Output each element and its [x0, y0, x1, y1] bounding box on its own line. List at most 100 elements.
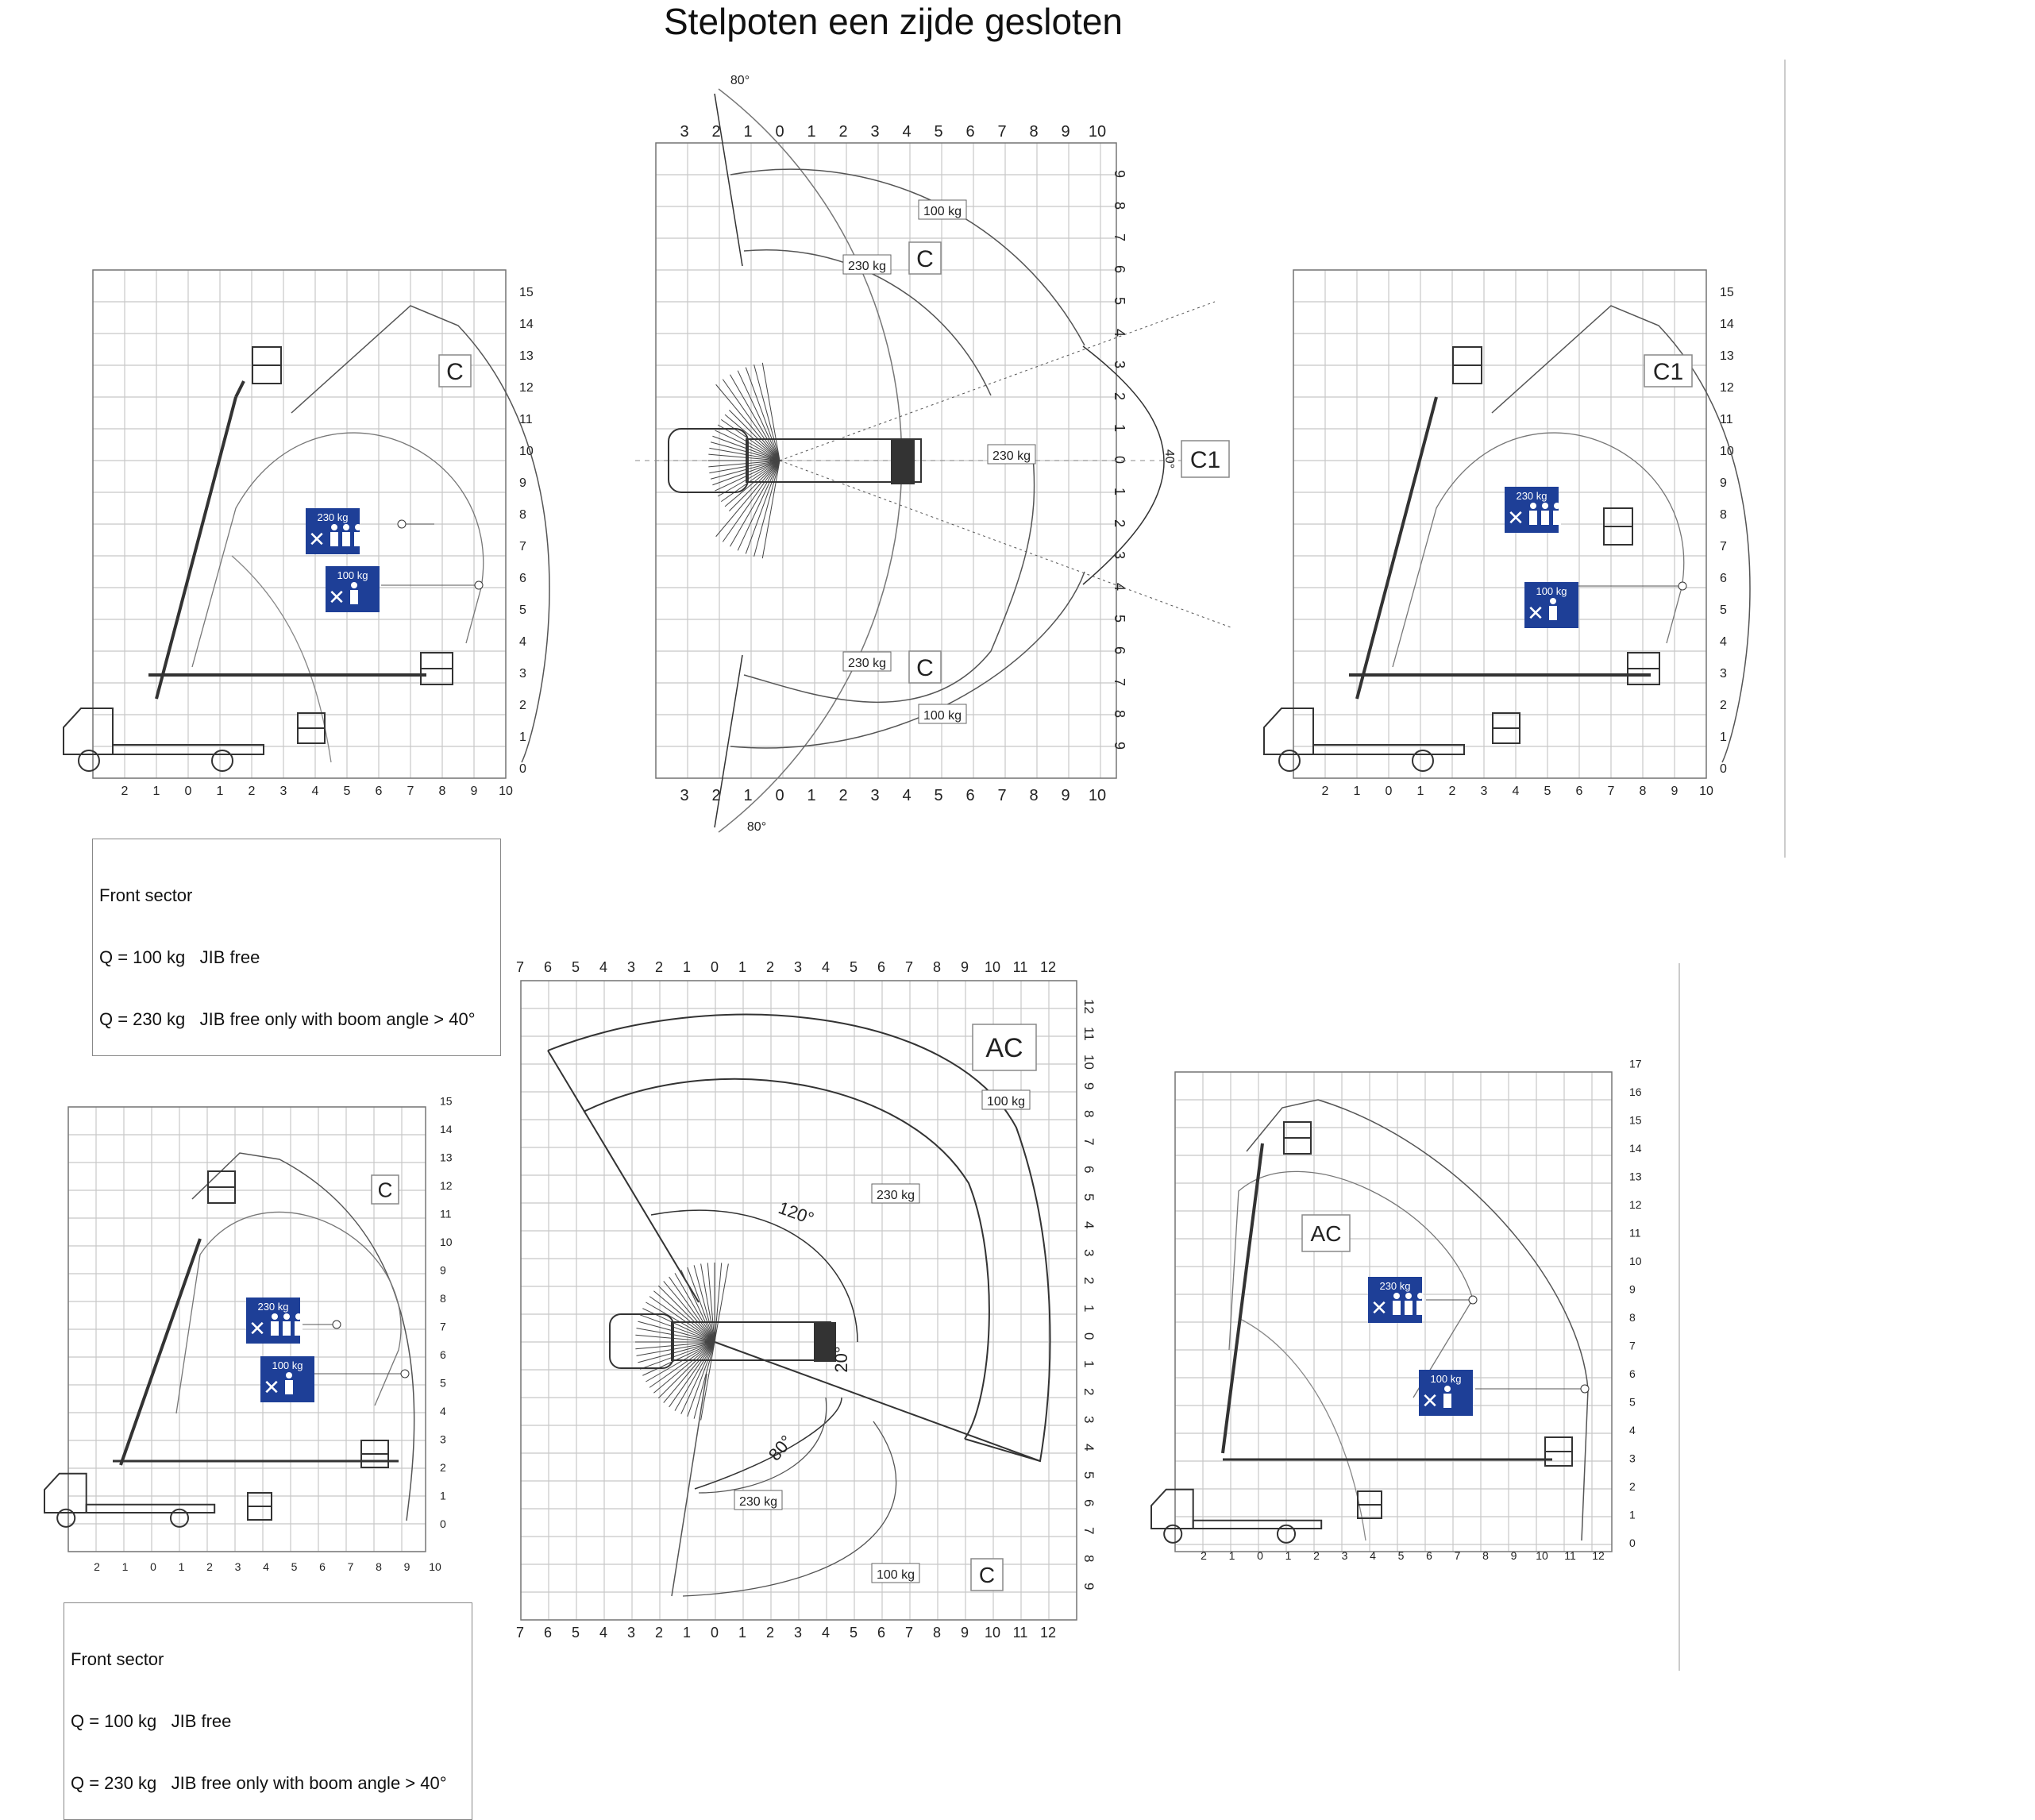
y-tick-label: 9: [1720, 476, 1727, 490]
angle-arc-80: [694, 1397, 842, 1490]
load-label-100kg-bottom: 100 kg: [877, 1568, 915, 1582]
range-arc-230kg-top: [743, 249, 992, 396]
x-tick-label-top: 7: [997, 123, 1006, 141]
x-tick-label-bottom: 12: [1040, 1625, 1056, 1641]
badge-230kg-bg: [306, 508, 360, 554]
basket-jib: [1603, 507, 1633, 546]
fan-line: [649, 1296, 715, 1343]
fan-line: [707, 1263, 715, 1343]
y-tick-label: 8: [440, 1292, 446, 1305]
y-tick-label: 0: [1629, 1537, 1636, 1549]
worker-icon: [272, 1313, 278, 1320]
y-tick-label: 8: [1112, 202, 1127, 210]
y-tick-label: 3: [1112, 551, 1127, 559]
fan-line: [700, 1341, 715, 1421]
x-tick-label: 11: [1564, 1549, 1576, 1562]
y-tick-label: 6: [1081, 1166, 1097, 1173]
boom-jib: [234, 380, 245, 398]
x-tick-label: 8: [1640, 785, 1647, 798]
worker-icon: [1542, 503, 1548, 509]
x-tick-label-bottom: 6: [877, 1625, 885, 1641]
fan-line: [700, 1263, 715, 1343]
fan-line: [737, 370, 780, 461]
x-tick-label: 1: [1229, 1549, 1235, 1562]
y-tick-label: 11: [440, 1208, 452, 1220]
x-tick-label: 6: [376, 785, 383, 798]
basket-rear: [1492, 712, 1520, 744]
y-tick-label: 10: [1720, 445, 1734, 458]
badge-230kg-bg: [1505, 487, 1559, 533]
x-tick-label-top: 1: [738, 959, 746, 975]
x-tick-label: 1: [153, 785, 160, 798]
y-tick-label: 6: [1629, 1367, 1636, 1380]
y-tick-label: 11: [1720, 413, 1733, 426]
x-tick-label-top: 1: [807, 123, 815, 141]
load-label-230kg-top: 230 kg: [877, 1189, 915, 1202]
fan-line: [635, 1334, 715, 1343]
range-arc-230kg-bottom: [743, 448, 1035, 704]
x-tick-label-bottom: 5: [934, 787, 942, 804]
x-tick-label-bottom: 0: [775, 787, 784, 804]
worker-icon: [1417, 1293, 1424, 1299]
x-tick-label: 1: [1285, 1549, 1292, 1562]
fan-line: [638, 1321, 715, 1343]
load-label-230kg-bottom-frame: [842, 651, 892, 672]
y-tick-label: 5: [1629, 1396, 1636, 1409]
fan-line: [737, 460, 780, 551]
y-tick-label: 14: [1720, 318, 1734, 331]
y-tick-label: 8: [1629, 1311, 1636, 1324]
basket-top: [252, 346, 282, 384]
y-tick-label: 6: [1112, 265, 1127, 273]
envelope-outer: [291, 305, 550, 763]
x-tick-label: 7: [1455, 1549, 1461, 1562]
truck-cab: [44, 1472, 87, 1513]
y-tick-label: 15: [1629, 1114, 1642, 1127]
y-tick-label: 2: [1112, 519, 1127, 527]
fan-line: [653, 1341, 715, 1394]
basket-front: [420, 652, 453, 685]
x-tick-label-top: 11: [1013, 959, 1028, 975]
x-tick-label-top: 1: [743, 123, 752, 141]
angle-label-bottom: 80°: [747, 820, 766, 834]
fan-line: [657, 1341, 715, 1399]
x-tick-label: 0: [1386, 785, 1393, 798]
legend-box-bottom: Front sector Q = 100 kg JIB free Q = 230…: [64, 1602, 472, 1820]
x-tick-label: 1: [179, 1560, 185, 1573]
worker-icon: [351, 582, 357, 588]
x-tick-label-top: 3: [870, 123, 879, 141]
x-tick-label-bottom: 4: [902, 787, 911, 804]
y-tick-label: 2: [1081, 1277, 1097, 1284]
fan-line: [761, 460, 780, 559]
truck-wheel: [1163, 1524, 1183, 1544]
x-tick-label-top: 8: [1029, 123, 1038, 141]
truck-cab: [63, 708, 114, 755]
x-tick-label: 6: [1426, 1549, 1432, 1562]
fan-line: [710, 442, 780, 461]
sector-label-ac-frame: [972, 1024, 1037, 1071]
x-tick-label-bottom: 11: [1013, 1625, 1028, 1641]
x-tick-label-top: 2: [655, 959, 663, 975]
envelope-outer: [1246, 1099, 1589, 1541]
fan-line: [708, 453, 780, 461]
sector-label-c: C: [378, 1178, 393, 1201]
basket-top: [207, 1170, 236, 1204]
x-tick-label-top: 7: [516, 959, 524, 975]
x-tick-label-bottom: 5: [850, 1625, 858, 1641]
fan-line: [680, 1341, 715, 1414]
truck-side-view: [1150, 1488, 1323, 1544]
truck-cab-top: [668, 428, 749, 493]
y-tick-label: 6: [1081, 1499, 1097, 1506]
badge-100kg-label: 100 kg: [1430, 1373, 1461, 1385]
sector-limit-line: [547, 1050, 700, 1303]
y-tick-label: 14: [519, 318, 534, 331]
truck-chassis: [112, 744, 264, 755]
fan-line: [710, 460, 780, 480]
y-tick-label: 12: [1720, 381, 1734, 395]
basket-rear: [1357, 1490, 1382, 1519]
x-tick-label-bottom: 3: [794, 1625, 802, 1641]
x-tick-label-bottom: 9: [961, 1625, 969, 1641]
fan-line: [720, 418, 780, 461]
fan-line: [715, 460, 780, 538]
fan-line: [729, 410, 780, 461]
y-tick-label: 5: [1112, 615, 1127, 623]
